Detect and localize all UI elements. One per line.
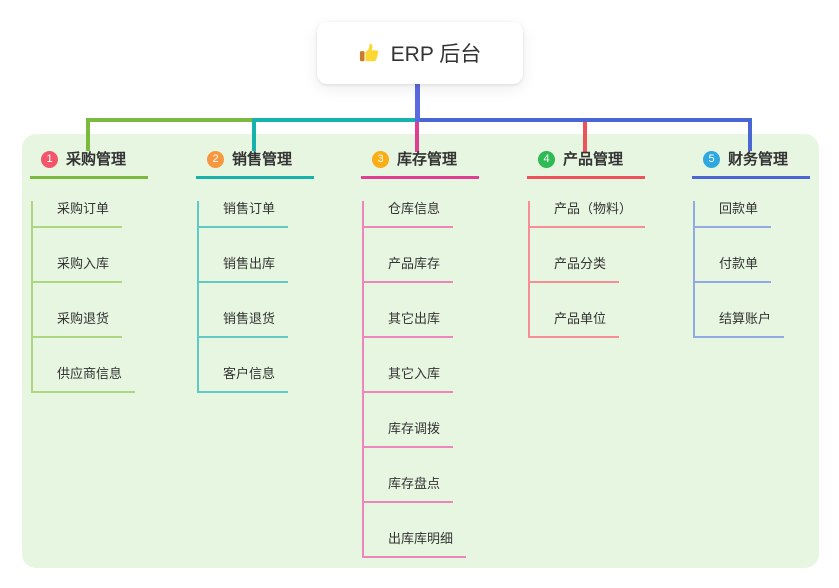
connector-segment [252,118,418,122]
branches-panel [22,134,819,568]
branch-children: 销售订单 销售出库 销售退货 客户信息 [197,201,314,393]
branch-node[interactable]: 4 产品管理 [527,150,645,179]
connector-segment [417,118,752,122]
branch-column: 3 库存管理 仓库信息 产品库存 其它出库 其它入库 库存调拨 库存盘点 出库库… [361,150,479,558]
child-node[interactable]: 销售订单 [199,201,289,228]
child-node[interactable]: 库存调拨 [364,421,454,448]
branch-node[interactable]: 1 采购管理 [30,150,148,179]
connector-segment [86,118,256,122]
child-node[interactable]: 付款单 [695,256,772,283]
child-node[interactable]: 销售出库 [199,256,289,283]
child-node[interactable]: 产品（物料） [530,201,646,228]
branch-index-badge: 4 [538,151,555,168]
branch-label: 产品管理 [563,151,624,168]
child-node[interactable]: 其它出库 [364,311,454,338]
branch-label: 采购管理 [66,151,127,168]
child-node[interactable]: 采购订单 [33,201,123,228]
branch-index-badge: 3 [372,151,389,168]
connector-segment [748,118,752,151]
connector-segment [583,118,587,152]
child-node[interactable]: 采购退货 [33,311,123,338]
child-node[interactable]: 产品库存 [364,256,454,283]
child-node[interactable]: 库存盘点 [364,476,454,503]
child-node[interactable]: 其它入库 [364,366,454,393]
branch-children: 产品（物料） 产品分类 产品单位 [528,201,646,338]
branch-node[interactable]: 5 财务管理 [692,150,810,179]
branch-node[interactable]: 2 销售管理 [196,150,314,179]
branch-children: 仓库信息 产品库存 其它出库 其它入库 库存调拨 库存盘点 出库库明细 [362,201,479,558]
child-node[interactable]: 回款单 [695,201,772,228]
branch-node[interactable]: 3 库存管理 [361,150,479,179]
child-node[interactable]: 销售退货 [199,311,289,338]
child-node[interactable]: 客户信息 [199,366,289,393]
branch-column: 4 产品管理 产品（物料） 产品分类 产品单位 [527,150,646,338]
branch-children: 回款单 付款单 结算账户 [693,201,810,338]
child-node[interactable]: 产品分类 [530,256,620,283]
branch-children: 采购订单 采购入库 采购退货 供应商信息 [31,201,148,393]
branch-label: 库存管理 [397,151,458,168]
branch-index-badge: 1 [41,151,58,168]
branch-column: 2 销售管理 销售订单 销售出库 销售退货 客户信息 [196,150,314,393]
thumbs-up-icon [359,42,381,64]
connector-segment [415,84,420,122]
branch-index-badge: 2 [207,151,224,168]
branch-label: 销售管理 [232,151,293,168]
connector-segment [415,120,419,152]
child-node[interactable]: 仓库信息 [364,201,454,228]
connector-segment [86,118,90,151]
child-node[interactable]: 出库库明细 [364,531,467,558]
child-node[interactable]: 结算账户 [695,311,785,338]
branch-column: 1 采购管理 采购订单 采购入库 采购退货 供应商信息 [30,150,148,393]
connector-segment [252,118,256,151]
root-node[interactable]: ERP 后台 [317,22,523,84]
branch-index-badge: 5 [703,151,720,168]
child-node[interactable]: 采购入库 [33,256,123,283]
root-title: ERP 后台 [390,43,482,66]
child-node[interactable]: 产品单位 [530,311,620,338]
child-node[interactable]: 供应商信息 [33,366,136,393]
branch-label: 财务管理 [728,151,789,168]
branch-column: 5 财务管理 回款单 付款单 结算账户 [692,150,810,338]
